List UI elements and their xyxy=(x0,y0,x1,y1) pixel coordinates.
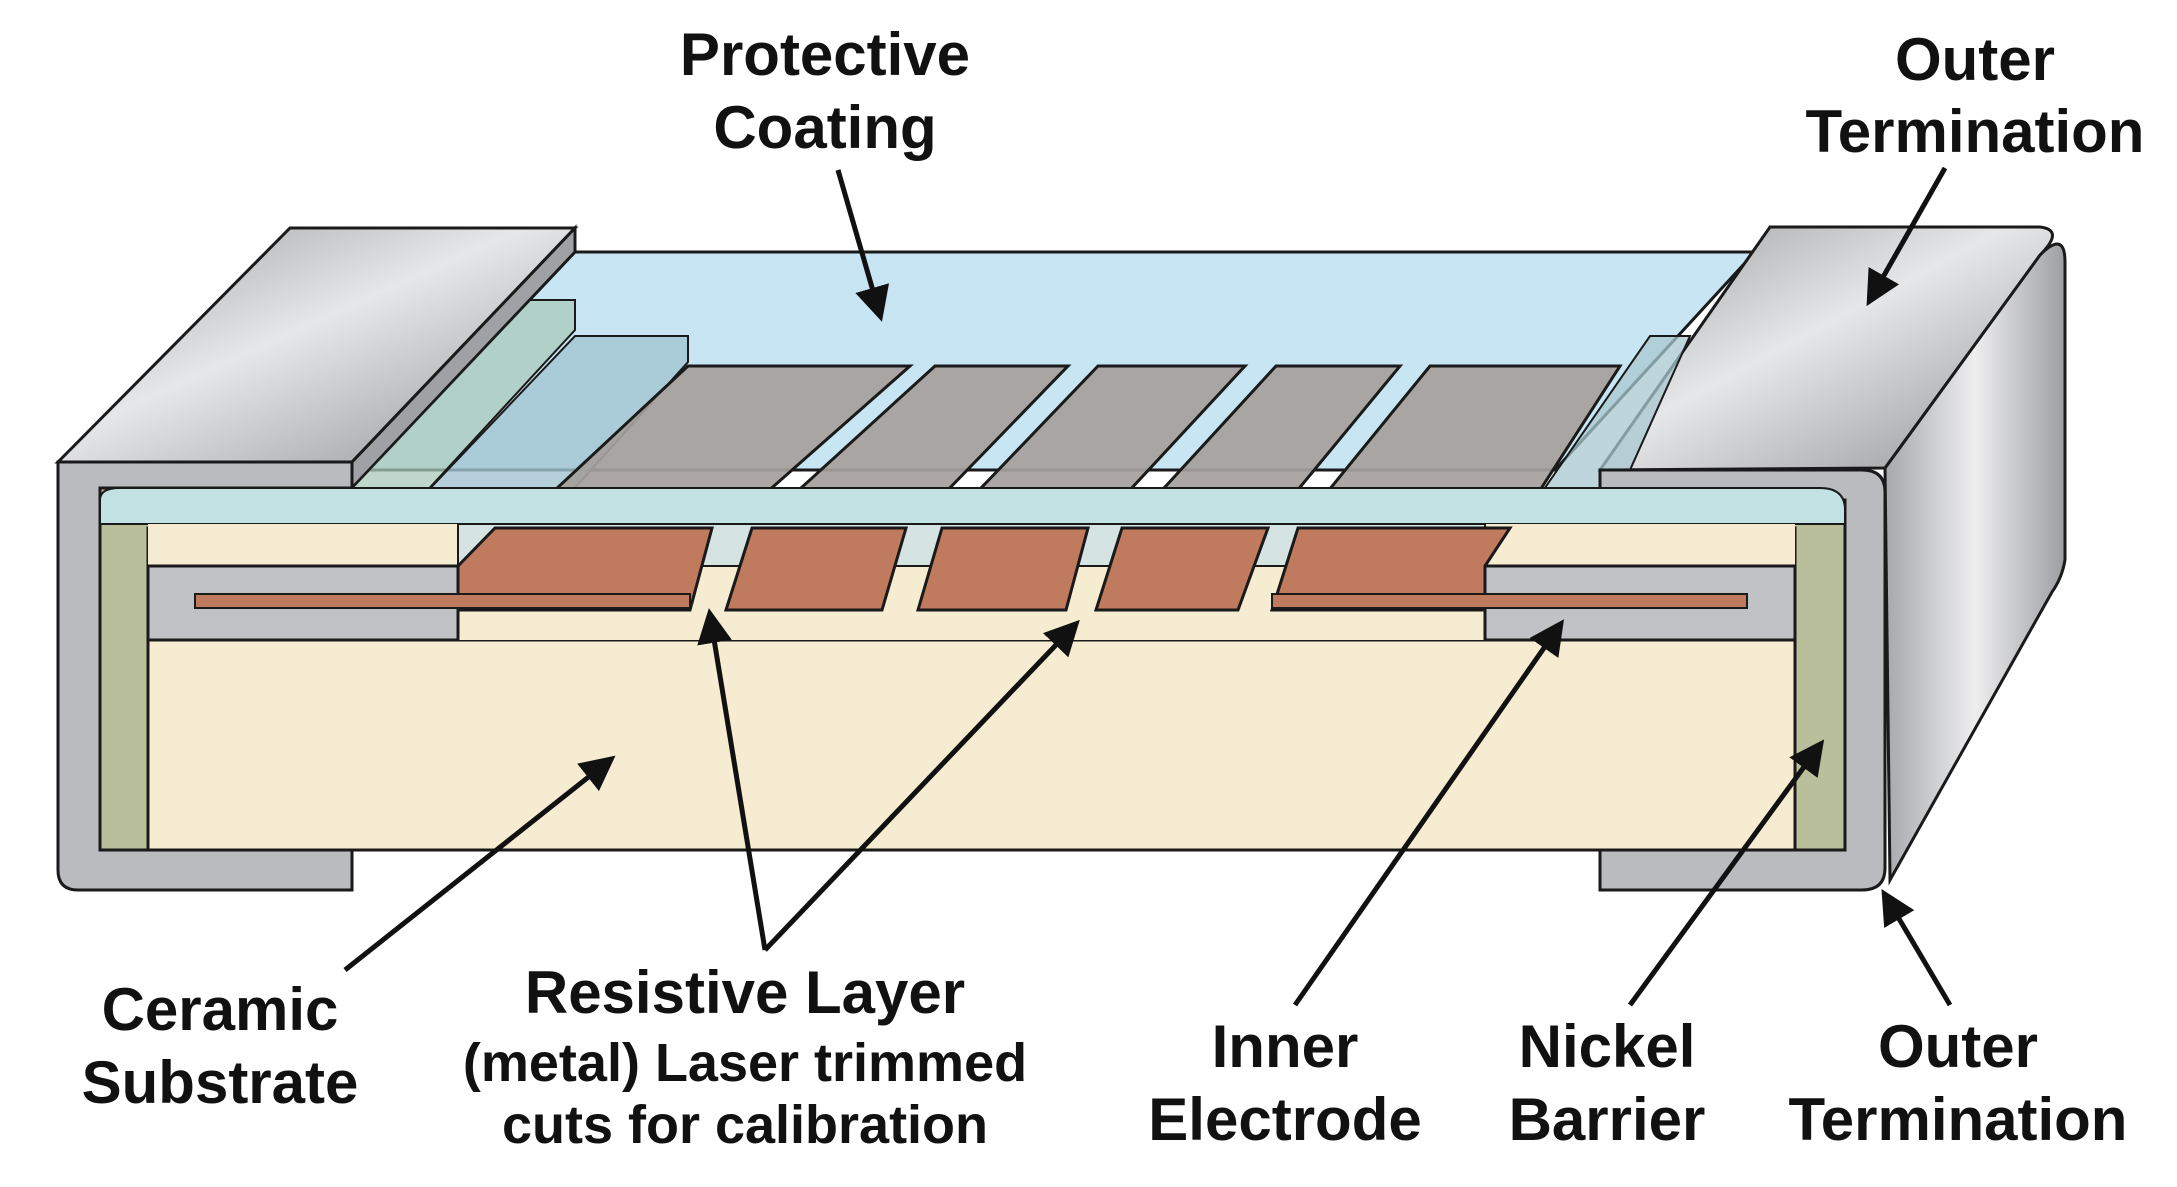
label-nickel-barrier-line1: Nickel xyxy=(1519,1013,1696,1080)
label-resistive-layer-line2: (metal) Laser trimmed xyxy=(463,1033,1027,1093)
outer-termination-right-top xyxy=(1597,225,2054,472)
label-ceramic-substrate-line2: Substrate xyxy=(82,1049,359,1116)
outer-termination-right-side xyxy=(1883,242,2067,886)
arrow-nickel-barrier xyxy=(1627,739,1825,1007)
ceramic-substrate xyxy=(146,638,1797,852)
label-outer-termination-bottom-line1: Outer xyxy=(1878,1013,2038,1080)
arrow-ceramic-substrate xyxy=(343,755,616,972)
inner-electrode-strip-right xyxy=(1271,593,1748,609)
label-outer-termination-top: Outer Termination xyxy=(1806,26,2145,165)
label-ceramic-substrate: Ceramic Substrate xyxy=(82,976,359,1116)
label-protective-coating-line1: Protective xyxy=(680,21,970,88)
label-resistive-layer: Resistive Layer (metal) Laser trimmed cu… xyxy=(463,959,1027,1155)
inner-electrode-strip-left xyxy=(194,593,691,609)
label-ceramic-substrate-line1: Ceramic xyxy=(102,976,339,1043)
arrow-outer-termination-top xyxy=(1866,166,1948,307)
arrow-outer-termination-bottom xyxy=(1881,888,1953,1007)
arrow-protective-coating xyxy=(835,169,890,322)
label-protective-coating: Protective Coating xyxy=(680,21,970,161)
label-nickel-barrier-line2: Barrier xyxy=(1509,1086,1706,1153)
resistive-layer-segments xyxy=(456,526,1513,612)
label-inner-electrode: Inner Electrode xyxy=(1148,1013,1421,1153)
label-inner-electrode-line1: Inner xyxy=(1212,1013,1359,1080)
outer-termination-right-front xyxy=(1598,468,1887,892)
label-resistive-layer-line3: cuts for calibration xyxy=(502,1095,988,1155)
label-resistive-layer-line1: Resistive Layer xyxy=(525,959,965,1026)
label-outer-termination-bottom-line2: Termination xyxy=(1789,1086,2128,1153)
label-outer-termination-top-line1: Outer xyxy=(1895,26,2055,93)
label-outer-termination-top-line2: Termination xyxy=(1806,98,2145,165)
label-protective-coating-line2: Coating xyxy=(713,94,936,161)
label-nickel-barrier: Nickel Barrier xyxy=(1509,1013,1706,1153)
label-inner-electrode-line2: Electrode xyxy=(1148,1086,1421,1153)
arrow-resistive-2 xyxy=(763,619,1080,952)
protective-coating-front xyxy=(99,487,1846,525)
leader-arrows xyxy=(343,166,1953,1007)
label-outer-termination-bottom: Outer Termination xyxy=(1789,1013,2128,1153)
arrow-resistive-1 xyxy=(697,608,768,951)
arrow-inner-electrode xyxy=(1292,619,1565,1007)
